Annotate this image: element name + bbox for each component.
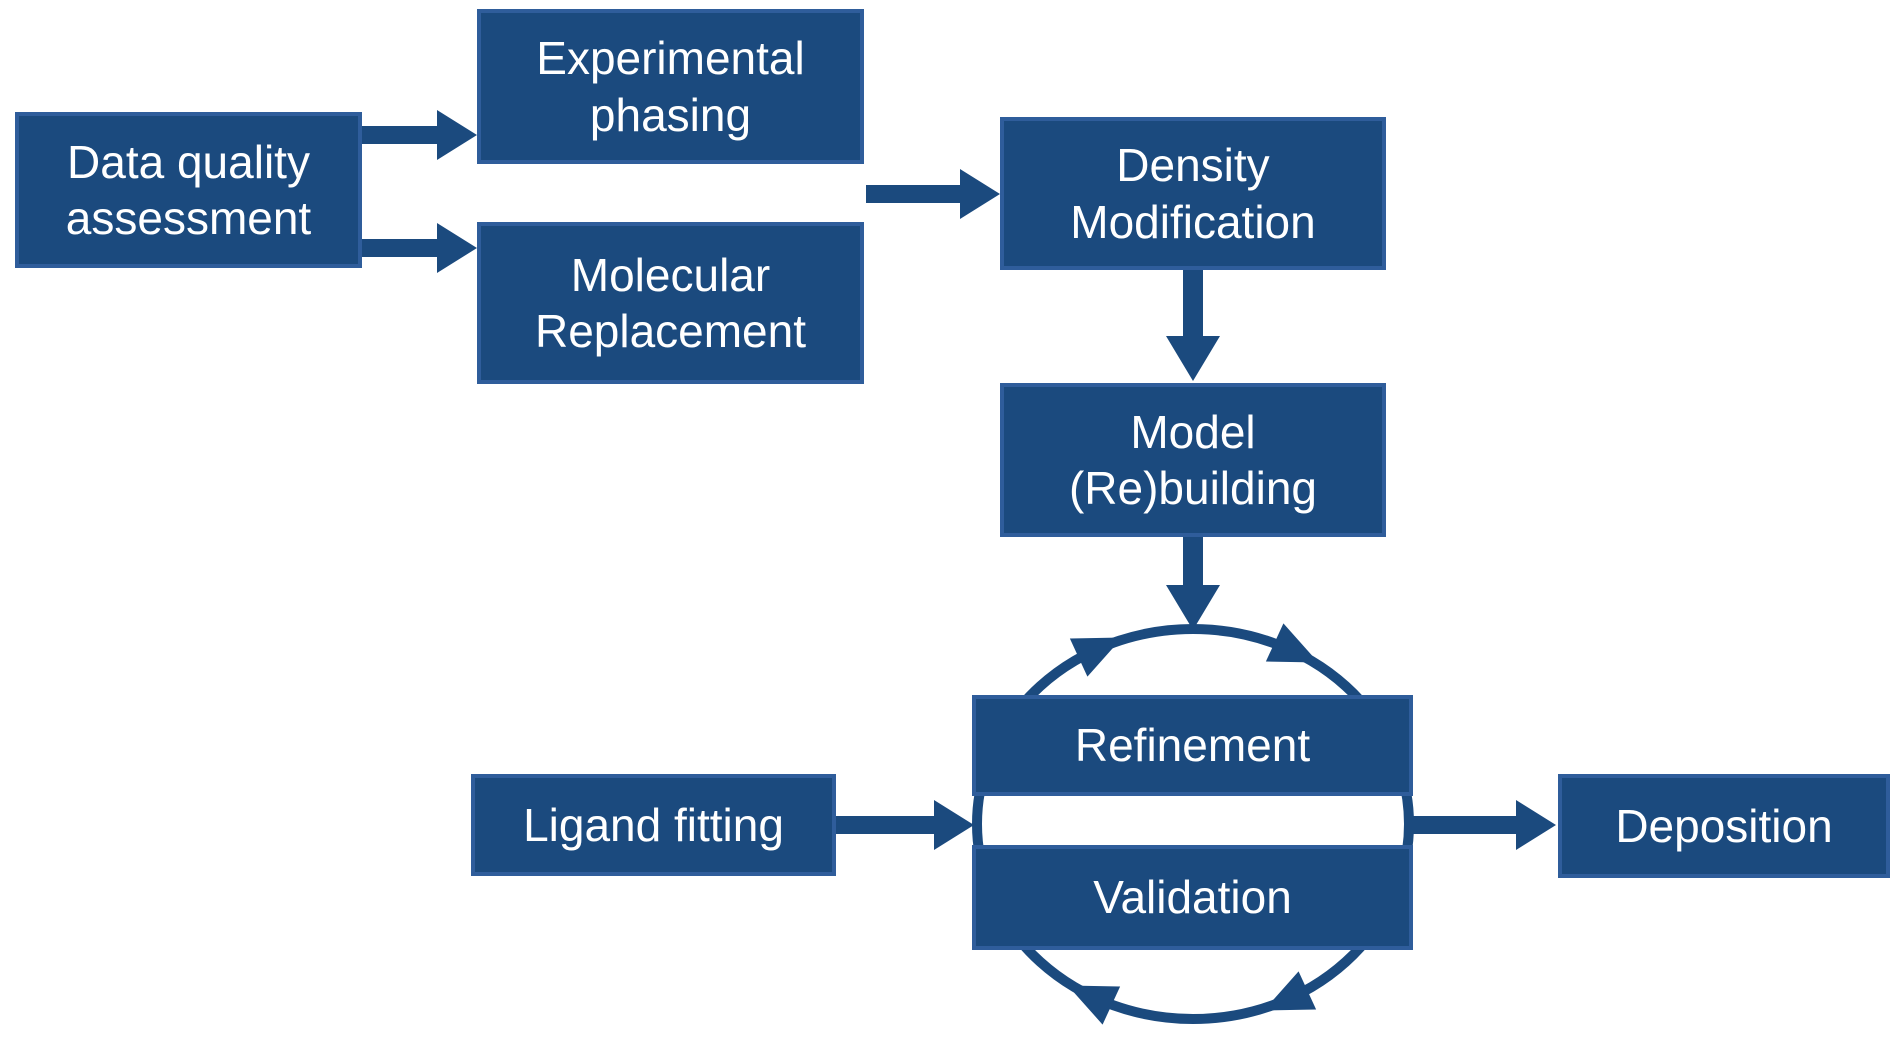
node-label-line: (Re)building [1068,462,1317,514]
node-refinement: Refinement [972,695,1413,796]
node-data-quality-assessment: Data quality assessment [15,112,362,268]
node-validation: Validation [972,845,1413,950]
node-label-line: assessment [65,192,312,244]
node-density-modification: Density Modification [1000,117,1386,270]
node-ligand-fitting: Ligand fitting [471,774,836,876]
cycle-arrowhead-top-right [1265,623,1319,663]
node-label-line: Experimental [536,32,805,85]
cycle-arrowhead-bottom-right [1263,971,1317,1011]
cycle-arrowhead-bottom-left [1067,985,1121,1025]
node-deposition: Deposition [1558,774,1890,878]
node-label-line: Density [1116,139,1270,192]
node-label-line: Deposition [1615,799,1833,852]
node-molecular-replacement: Molecular Replacement [477,222,864,384]
cycle-arrowhead-top-left [1069,637,1123,677]
arrow-density-to-model [1166,270,1220,381]
cycle-arrowheads [1067,623,1319,1025]
arrow-data-to-molecular [362,223,477,273]
arrow-model-to-cycle [1166,537,1220,630]
node-label-line: Refinement [1074,719,1311,772]
node-label-line: Validation [1093,871,1292,924]
arrow-phasing-to-density [866,169,1000,219]
cycle-ellipse [972,624,1414,1024]
node-label-line: Model [1130,405,1256,458]
node-label-line: Data quality [67,135,310,188]
node-label-line: phasing [589,88,752,141]
node-model-rebuilding: Model (Re)building [1000,383,1386,537]
node-label-line: Ligand fitting [523,798,784,851]
arrow-cycle-to-deposition [1411,800,1556,850]
node-label-line: Molecular [570,248,771,301]
arrow-data-to-experimental [362,110,477,160]
node-label-line: Modification [1070,195,1316,248]
node-label-line: Replacement [534,305,807,357]
node-experimental-phasing: Experimental phasing [477,9,864,164]
arrow-ligand-to-cycle [836,800,974,850]
